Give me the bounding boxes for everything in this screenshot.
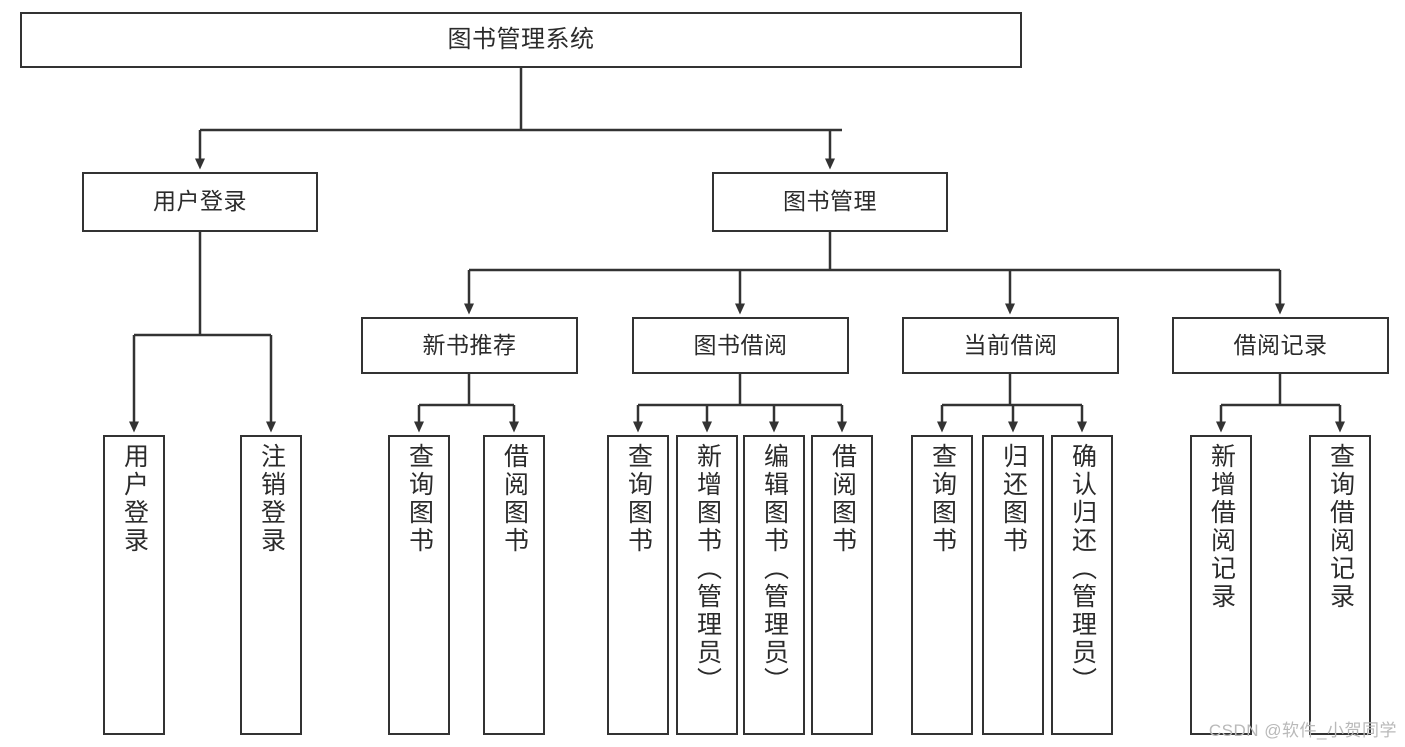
node-root-system[interactable]: 图书管理系统	[20, 12, 1022, 68]
leaf-user-login-label: 用户登录	[120, 443, 149, 555]
node-book-borrow[interactable]: 图书借阅	[632, 317, 849, 374]
node-new-book-recommend-label: 新书推荐	[422, 331, 517, 358]
leaf-current-query-book-label: 查询图书	[928, 443, 957, 555]
leaf-query-borrow-record[interactable]: 查询借阅记录	[1309, 435, 1371, 735]
node-book-borrow-label: 图书借阅	[693, 331, 788, 358]
node-new-book-recommend[interactable]: 新书推荐	[361, 317, 578, 374]
leaf-logout-label: 注销登录	[257, 443, 286, 555]
node-user-login[interactable]: 用户登录	[82, 172, 318, 232]
node-user-login-label: 用户登录	[153, 188, 247, 215]
leaf-newbook-borrow-book[interactable]: 借阅图书	[483, 435, 545, 735]
leaf-borrow-query-book-label: 查询图书	[624, 443, 653, 555]
node-current-borrow-label: 当前借阅	[963, 331, 1058, 358]
leaf-edit-book-admin[interactable]: 编辑图书（管理员）	[743, 435, 805, 735]
leaf-borrow-book[interactable]: 借阅图书	[811, 435, 873, 735]
leaf-query-borrow-record-label: 查询借阅记录	[1326, 443, 1355, 611]
leaf-logout[interactable]: 注销登录	[240, 435, 302, 735]
leaf-add-book-admin[interactable]: 新增图书（管理员）	[676, 435, 738, 735]
leaf-add-borrow-record[interactable]: 新增借阅记录	[1190, 435, 1252, 735]
watermark-text: CSDN @软件_小贺同学	[1208, 721, 1397, 740]
leaf-newbook-borrow-book-label: 借阅图书	[500, 443, 529, 555]
node-current-borrow[interactable]: 当前借阅	[902, 317, 1119, 374]
leaf-newbook-query-book[interactable]: 查询图书	[388, 435, 450, 735]
leaf-edit-book-admin-label: 编辑图书（管理员）	[760, 443, 789, 695]
leaf-newbook-query-book-label: 查询图书	[405, 443, 434, 555]
leaf-borrow-book-label: 借阅图书	[828, 443, 857, 555]
node-borrow-record-label: 借阅记录	[1233, 331, 1328, 358]
leaf-add-borrow-record-label: 新增借阅记录	[1207, 443, 1236, 611]
node-borrow-record[interactable]: 借阅记录	[1172, 317, 1389, 374]
leaf-borrow-query-book[interactable]: 查询图书	[607, 435, 669, 735]
leaf-return-book[interactable]: 归还图书	[982, 435, 1044, 735]
node-root-system-label: 图书管理系统	[447, 25, 595, 53]
leaf-confirm-return-admin-label: 确认归还（管理员）	[1068, 443, 1097, 695]
leaf-return-book-label: 归还图书	[999, 443, 1028, 555]
node-book-management[interactable]: 图书管理	[712, 172, 948, 232]
leaf-user-login[interactable]: 用户登录	[103, 435, 165, 735]
leaf-confirm-return-admin[interactable]: 确认归还（管理员）	[1051, 435, 1113, 735]
node-book-management-label: 图书管理	[783, 188, 877, 215]
leaf-add-book-admin-label: 新增图书（管理员）	[693, 443, 722, 695]
leaf-current-query-book[interactable]: 查询图书	[911, 435, 973, 735]
